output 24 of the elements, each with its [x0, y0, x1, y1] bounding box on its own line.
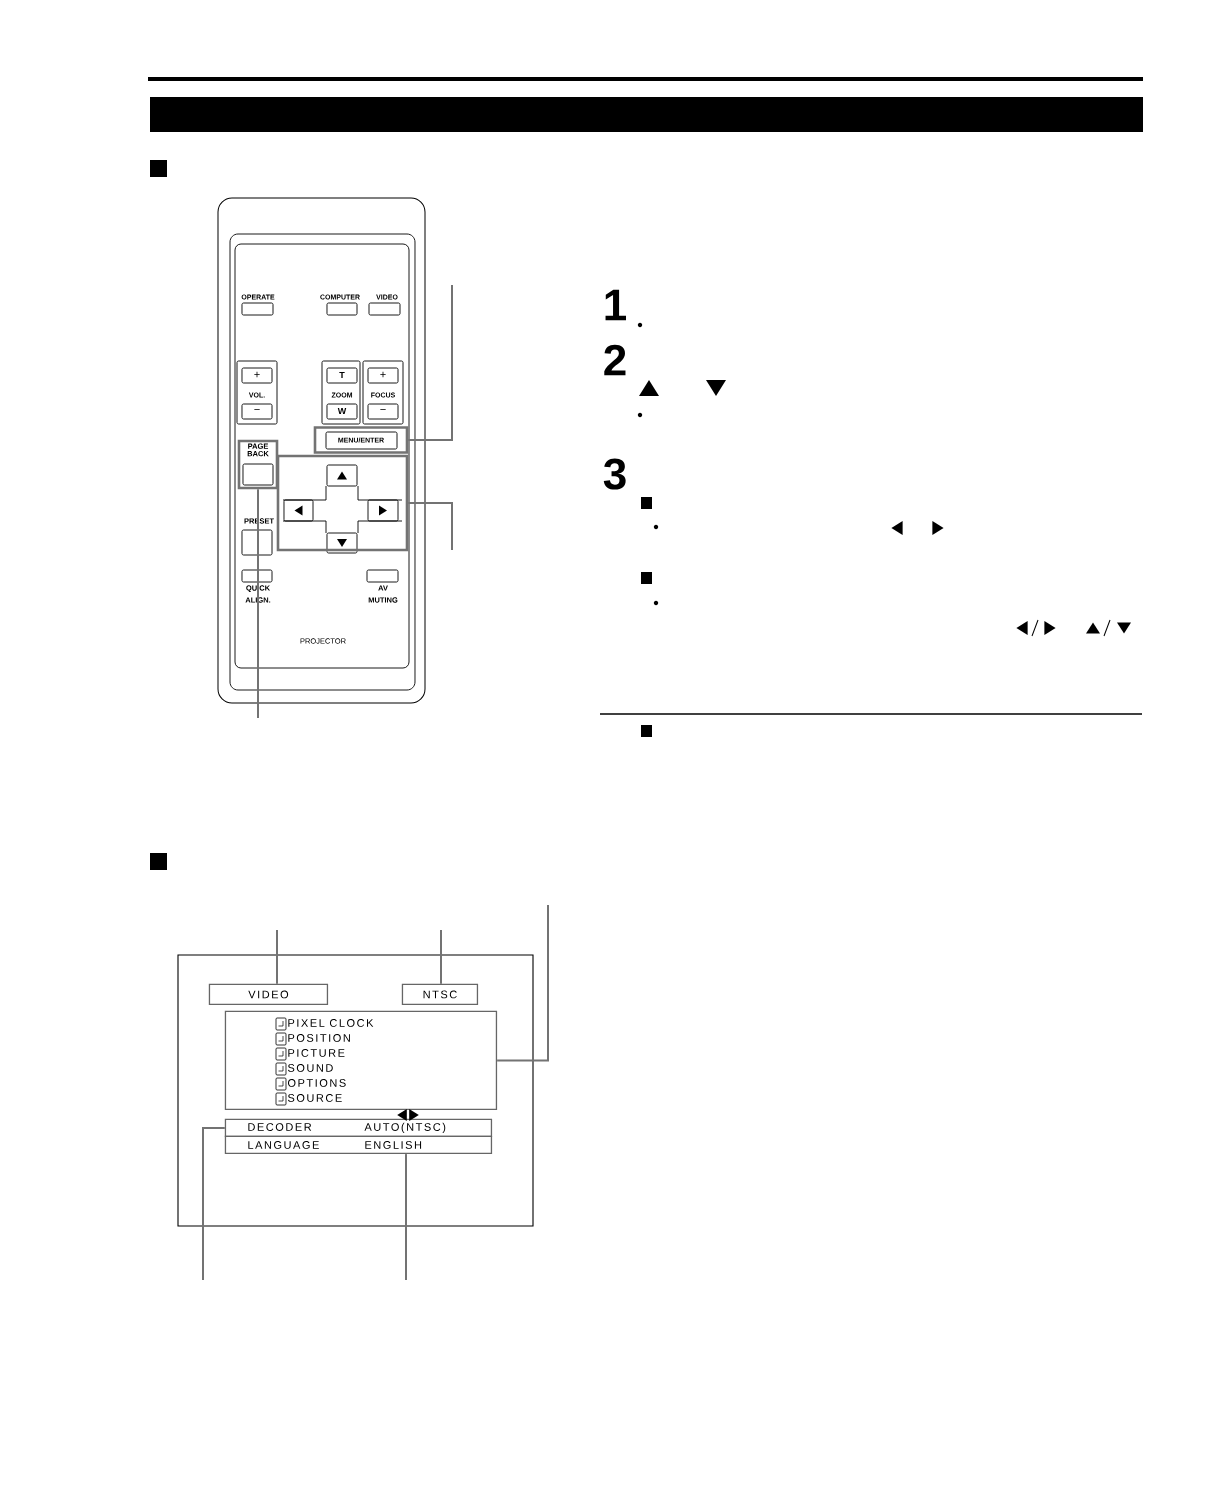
leader-line: [407, 502, 453, 551]
leader-line: [257, 488, 259, 719]
leader-line: [405, 1153, 407, 1281]
step-number: 3: [603, 458, 626, 490]
menu-row: DECODER AUTO(NTSC): [224, 1118, 493, 1138]
button-label: −: [380, 409, 386, 410]
leader-line: [440, 929, 442, 985]
menu-field: VIDEO: [208, 983, 329, 1006]
button-label: T: [339, 371, 345, 379]
button-label: +: [254, 371, 260, 378]
button-label: W: [337, 407, 347, 415]
button-label: −: [254, 409, 260, 410]
leader-line: [276, 929, 278, 985]
menu-row: LANGUAGE ENGLISH: [224, 1135, 493, 1155]
button-label: +: [380, 371, 386, 378]
leader-line: [202, 1126, 226, 1281]
menu-field: NTSC: [401, 983, 479, 1006]
leader-line: [496, 904, 549, 1062]
step-number: 2: [604, 344, 626, 376]
step-number: 1: [605, 289, 626, 321]
menu-screen: [177, 954, 534, 1227]
arrow-pad: [276, 454, 409, 554]
leader-line: [407, 284, 453, 441]
menu-list: PIXEL CLOCK POSITION PICTURE SOUND OPTIONS SOURCE: [224, 1010, 498, 1111]
